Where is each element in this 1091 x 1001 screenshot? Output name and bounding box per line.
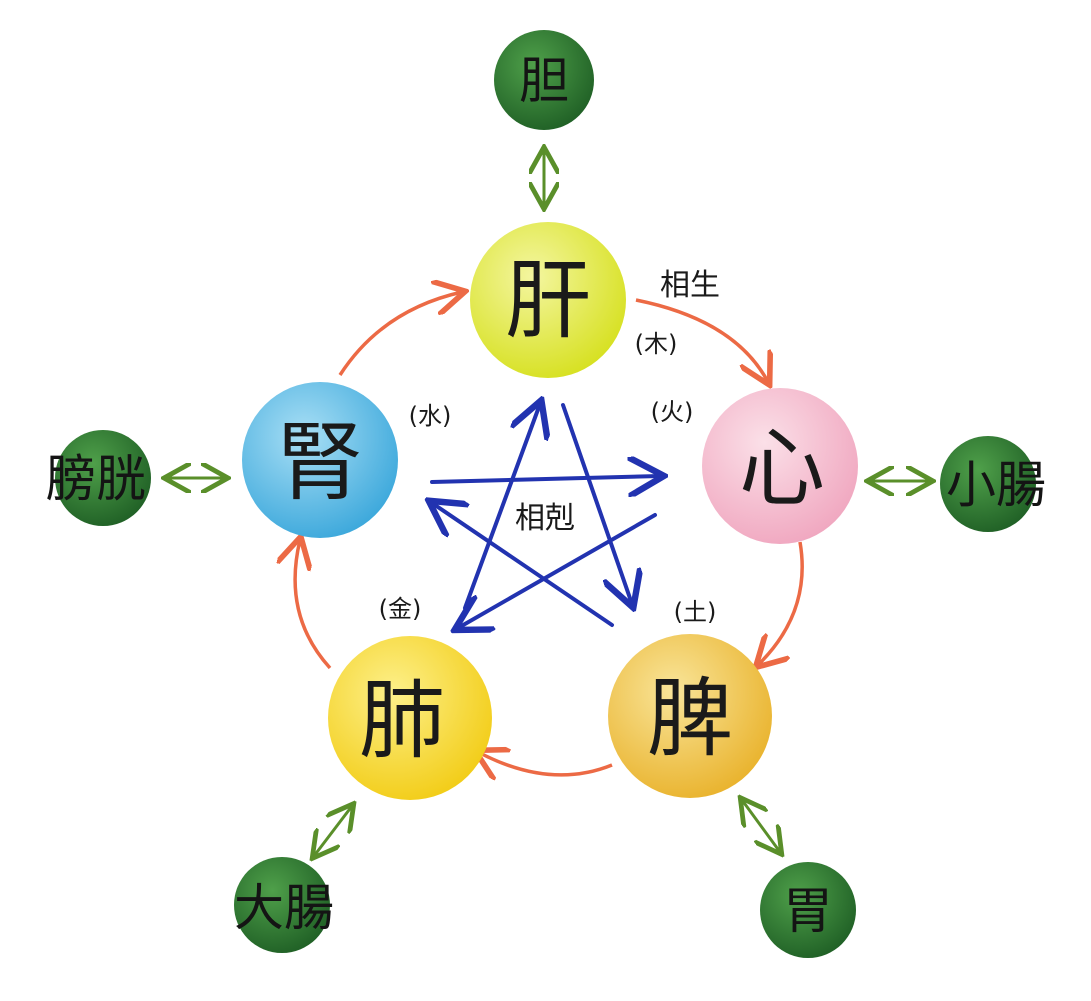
liver-circle: [470, 222, 626, 378]
organ-lung: 肺: [328, 636, 492, 800]
spleen-element-label: (土): [674, 598, 717, 626]
lung-element-label: (金): [379, 595, 422, 623]
stomach-label: 胃: [783, 882, 833, 940]
arrow-kidney-to-liver: [338, 292, 462, 376]
large-intestine-label: 大腸: [234, 879, 334, 937]
stomach-circle: [760, 862, 856, 958]
sheng-cycle-label: 相生: [660, 268, 720, 303]
ke-cycle-label: 相剋: [515, 501, 575, 536]
lung-circle: [328, 636, 492, 800]
bladder-label: 膀胱: [46, 450, 146, 508]
kidney-element-label: (水): [409, 402, 452, 430]
arrow-lung-to-kidney: [295, 540, 332, 670]
partner-large-intestine: 大腸: [234, 857, 334, 953]
partner-gallbladder: 胆: [494, 30, 594, 130]
heart-element-label: (火): [651, 398, 694, 426]
organ-liver: 肝: [470, 222, 626, 378]
spleen-label: 脾: [647, 669, 733, 769]
arrow-liver-to-heart: [635, 298, 768, 382]
liver-label: 肝: [505, 251, 591, 351]
small-intestine-label: 小腸: [946, 456, 1046, 514]
arrow-lung-large-intestine: [314, 806, 352, 856]
gallbladder-label: 胆: [519, 52, 569, 110]
partner-arrows: [167, 150, 930, 856]
kidney-label: 腎: [277, 413, 363, 513]
gallbladder-circle: [494, 30, 594, 130]
arrow-kidney-to-heart: [430, 476, 660, 482]
heart-label: 心: [739, 419, 825, 519]
lung-label: 肺: [359, 671, 445, 771]
organ-heart: 心: [702, 388, 858, 544]
arrow-heart-to-spleen: [758, 541, 804, 665]
small-intestine-circle: [940, 436, 1036, 532]
organ-kidney: 腎: [242, 382, 398, 538]
partner-small-intestine: 小腸: [940, 436, 1046, 532]
bladder-circle: [55, 430, 151, 526]
arrow-spleen-stomach: [742, 800, 780, 852]
liver-element-label: (木): [635, 330, 678, 358]
large-intestine-circle: [234, 857, 330, 953]
partner-stomach: 胃: [760, 862, 856, 958]
heart-circle: [702, 388, 858, 544]
arrow-spleen-to-kidney: [432, 503, 614, 627]
arrow-spleen-to-lung: [478, 752, 613, 775]
organ-spleen: 脾: [608, 634, 772, 798]
arrow-heart-to-lung: [458, 513, 657, 628]
kidney-circle: [242, 382, 398, 538]
spleen-circle: [608, 634, 772, 798]
arrow-lung-to-liver: [463, 404, 540, 610]
arrow-liver-to-spleen: [561, 403, 632, 604]
sheng-cycle-arrows: [295, 292, 804, 775]
ke-cycle-arrows: [432, 404, 660, 628]
partner-bladder: 膀胱: [46, 430, 151, 526]
